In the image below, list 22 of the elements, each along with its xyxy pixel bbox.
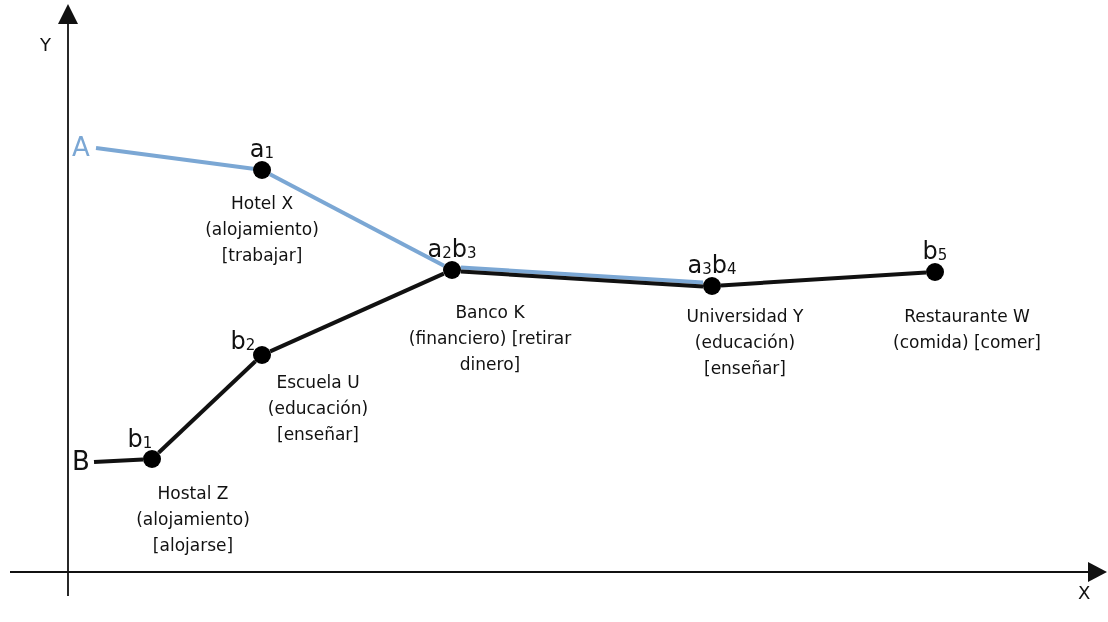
point-dot	[703, 277, 721, 295]
point-dot	[926, 263, 944, 281]
point-dot	[253, 346, 271, 364]
place-description: Hostal Z (alojamiento) [alojarse]	[135, 482, 251, 557]
line-start-label: B	[72, 447, 90, 475]
route-line	[157, 359, 257, 455]
axis-label: X	[1078, 582, 1091, 603]
place-description: Escuela U (educación) [enseñar]	[266, 371, 370, 446]
place-description: Restaurante W (comida) [comer]	[892, 305, 1042, 354]
point-dot	[253, 161, 271, 179]
route-line	[269, 271, 445, 354]
route-line	[95, 146, 254, 171]
route-line	[93, 457, 144, 464]
axis-label: Y	[40, 34, 51, 55]
place-description: Banco K (financiero) [retirar dinero]	[407, 301, 573, 376]
place-description: Hotel X (alojamiento) [trabajar]	[204, 192, 320, 267]
route-line	[720, 270, 927, 288]
line-start-label: A	[72, 133, 90, 161]
point-dot	[143, 450, 161, 468]
place-description: Universidad Y (educación) [enseñar]	[685, 305, 805, 380]
route-line	[269, 172, 445, 268]
point-dot	[443, 261, 461, 279]
